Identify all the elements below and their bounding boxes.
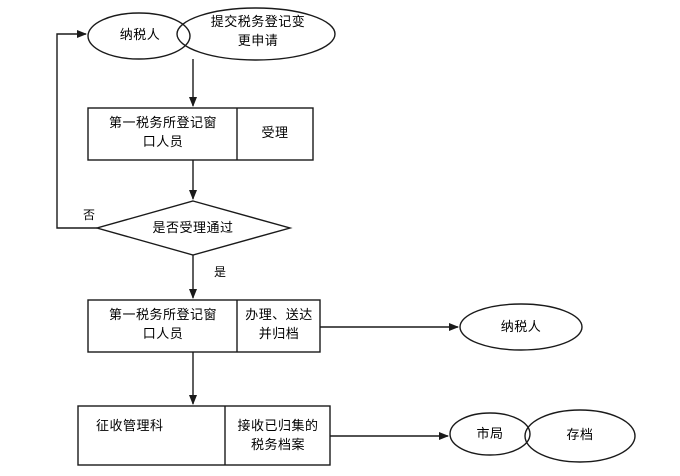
end-taxpayer-shape	[459, 303, 583, 351]
end-archive-shape	[524, 409, 636, 463]
edge-decision-no-loop	[56, 30, 97, 229]
edge-label-yes: 是	[213, 265, 226, 279]
decision-shape	[94, 200, 293, 256]
end-bureau-shape	[449, 412, 531, 456]
handle-box-shape	[87, 299, 321, 353]
edge-label-no: 否	[82, 208, 95, 222]
accept-box-shape	[87, 107, 314, 161]
start-action-shape	[176, 7, 336, 61]
archive-box-shape	[77, 405, 331, 466]
start-actor-shape	[87, 12, 191, 60]
